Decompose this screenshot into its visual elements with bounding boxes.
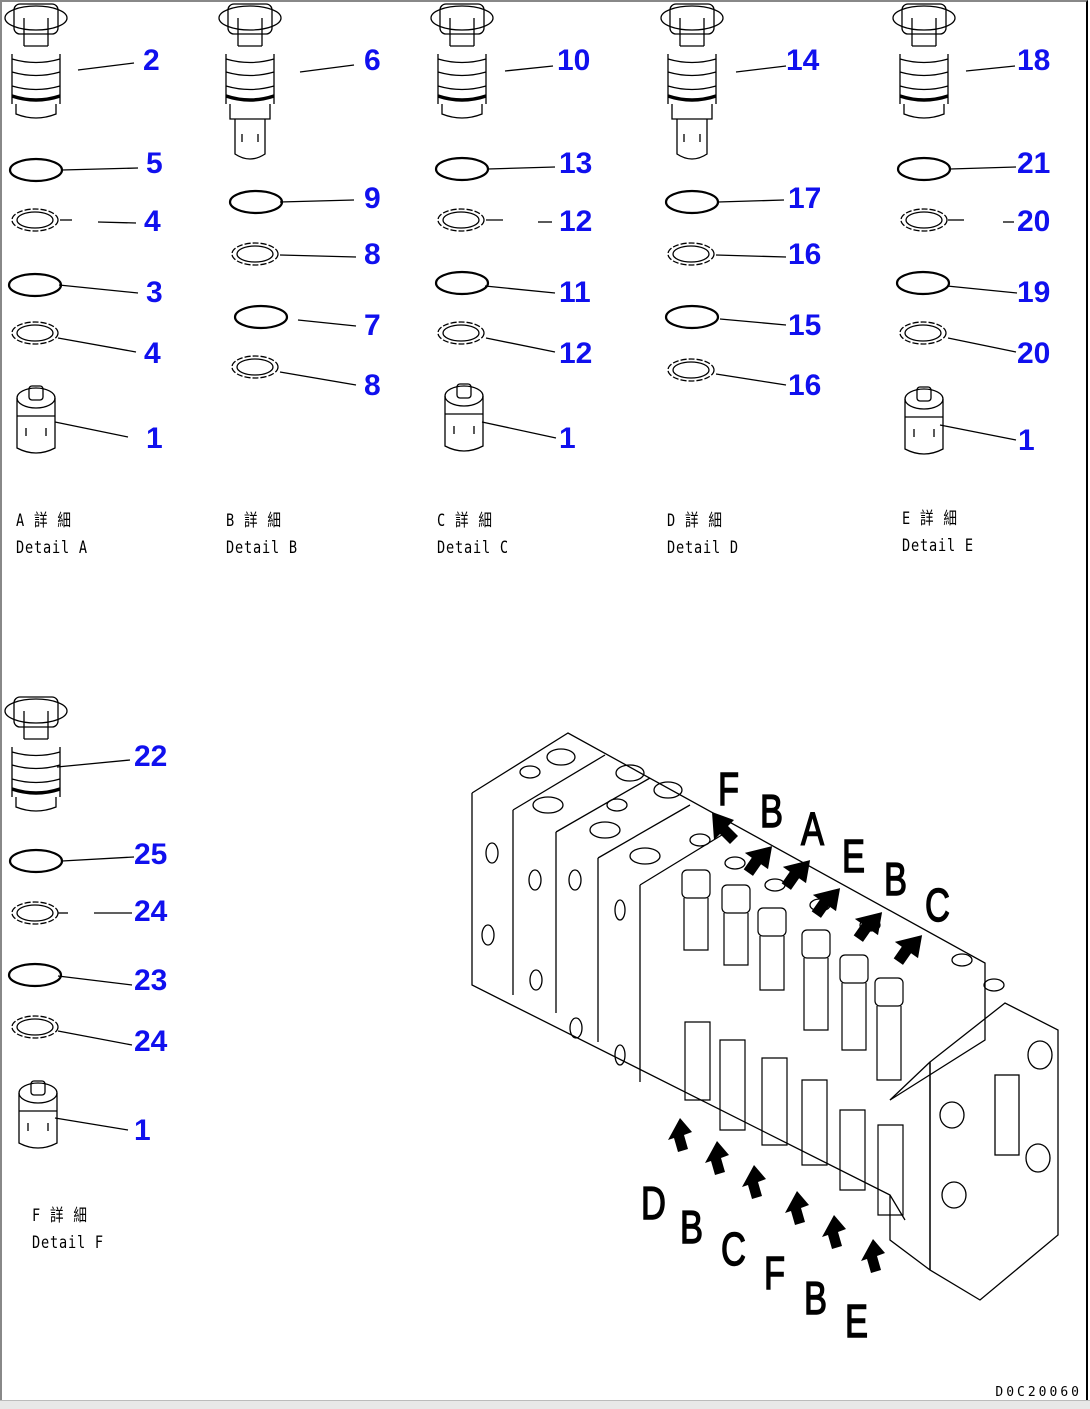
caption-en: Detail B [226, 538, 298, 558]
view-label-top-b2: B [883, 853, 908, 905]
caption-jp: C 詳 細 [437, 511, 493, 531]
callout-11: 11 [559, 276, 591, 309]
callout-1: 1 [1018, 424, 1035, 457]
callout-8: 8 [364, 369, 381, 402]
caption-detail-f: F 詳 細 Detail F [32, 1203, 104, 1257]
callout-4: 4 [144, 337, 161, 370]
caption-jp: A 詳 細 [16, 511, 72, 531]
bottom-rule [0, 1400, 1090, 1409]
caption-detail-c: C 詳 細 Detail C [437, 508, 509, 562]
callout-20: 20 [1017, 205, 1051, 238]
view-label-top-f: F [717, 763, 740, 815]
view-label-top-b: B [759, 785, 784, 837]
caption-detail-b: B 詳 細 Detail B [226, 508, 298, 562]
caption-en: Detail F [32, 1233, 104, 1253]
callout-1: 1 [134, 1114, 151, 1147]
caption-en: Detail C [437, 538, 509, 558]
callout-21: 21 [1017, 147, 1051, 180]
caption-en: Detail D [667, 538, 739, 558]
callout-3: 3 [146, 276, 163, 309]
view-label-bottom-c: C [720, 1223, 746, 1275]
view-label-bottom-f: F [763, 1247, 786, 1299]
callout-7: 7 [364, 309, 381, 342]
callout-25: 25 [134, 838, 168, 871]
callout-20: 20 [1017, 337, 1051, 370]
callout-15: 15 [788, 309, 822, 342]
view-label-bottom-d: D [640, 1177, 666, 1229]
view-label-bottom-e: E [844, 1295, 869, 1347]
drawing-id: D0C20060 [995, 1385, 1082, 1400]
callout-13: 13 [559, 147, 593, 180]
control-valve-assembly [471, 732, 1059, 1301]
view-label-top-a: A [800, 803, 825, 855]
caption-en: Detail A [16, 538, 88, 558]
caption-jp: B 詳 細 [226, 511, 282, 531]
callout-22: 22 [134, 740, 168, 773]
callout-8: 8 [364, 238, 381, 271]
view-label-bottom-b: B [679, 1201, 704, 1253]
callout-12: 12 [559, 205, 593, 238]
caption-detail-a: A 詳 細 Detail A [16, 508, 88, 562]
callout-12: 12 [559, 337, 593, 370]
callout-2: 2 [143, 44, 160, 77]
caption-en: Detail E [902, 536, 974, 556]
caption-jp: E 詳 細 [902, 509, 958, 529]
callout-16: 16 [788, 369, 822, 402]
callout-17: 17 [788, 182, 822, 215]
callout-23: 23 [134, 964, 168, 997]
callout-6: 6 [364, 44, 381, 77]
callout-16: 16 [788, 238, 822, 271]
callout-24: 24 [134, 1025, 168, 1058]
view-label-top-c: C [924, 879, 950, 931]
caption-jp: D 詳 細 [667, 511, 723, 531]
callout-1: 1 [559, 422, 576, 455]
callout-5: 5 [146, 147, 163, 180]
callout-19: 19 [1017, 276, 1051, 309]
view-label-top-e: E [841, 830, 866, 882]
view-label-bottom-b2: B [803, 1272, 828, 1324]
callout-18: 18 [1017, 44, 1051, 77]
callout-9: 9 [364, 182, 381, 215]
callout-4: 4 [144, 205, 161, 238]
callout-14: 14 [786, 44, 820, 77]
callout-10: 10 [557, 44, 591, 77]
callout-1: 1 [146, 422, 163, 455]
callout-24: 24 [134, 895, 168, 928]
caption-detail-d: D 詳 細 Detail D [667, 508, 739, 562]
caption-detail-e: E 詳 細 Detail E [902, 506, 974, 560]
caption-jp: F 詳 細 [32, 1206, 88, 1226]
